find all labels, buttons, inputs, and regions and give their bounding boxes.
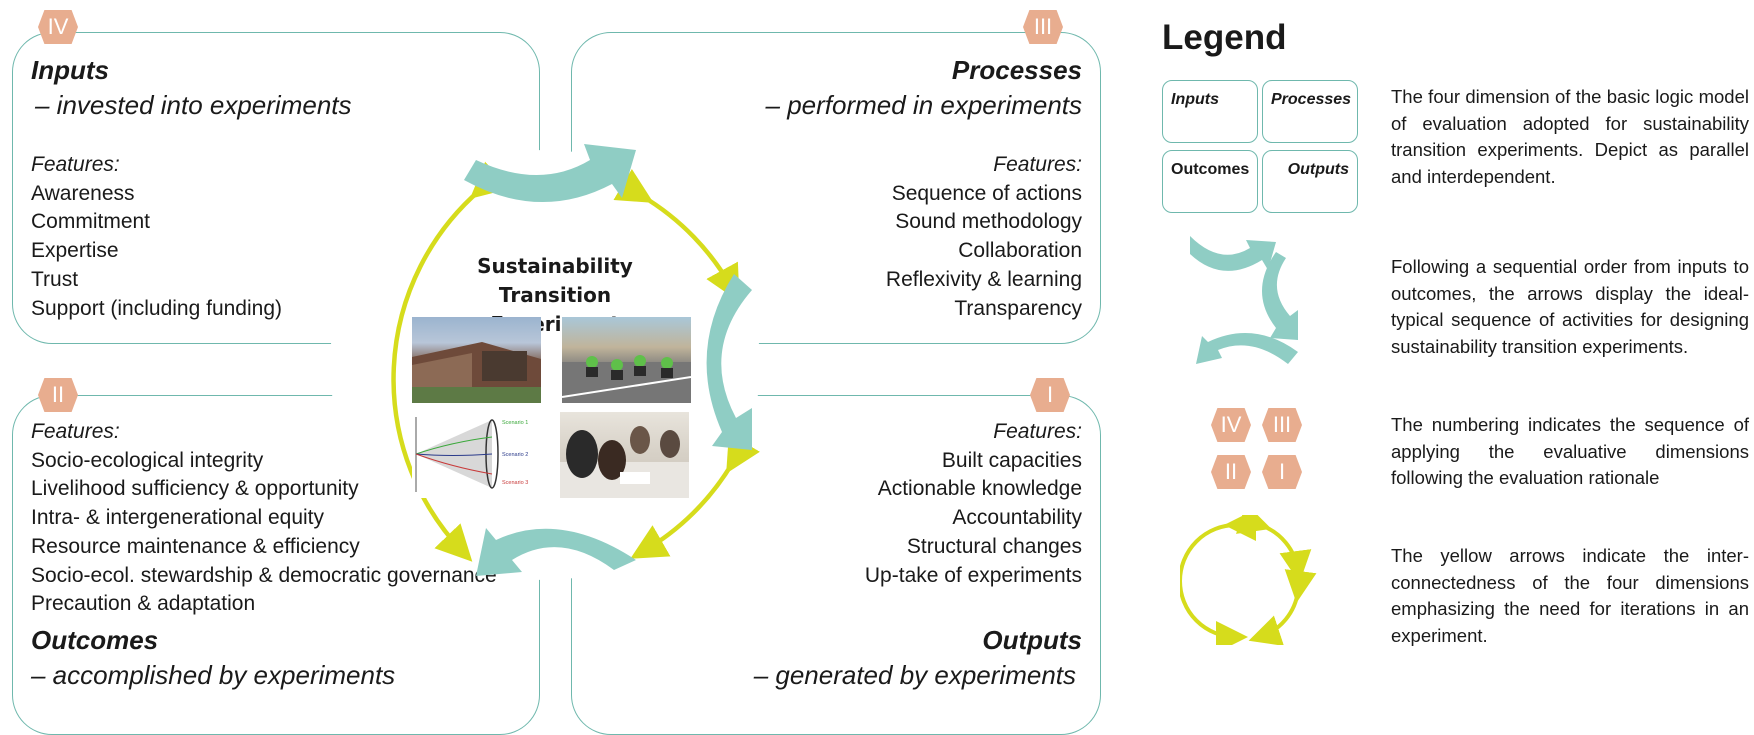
- feature-item: Sequence of actions: [891, 181, 1082, 205]
- legend-yellow-arrows: [1180, 515, 1317, 645]
- feature-item: Reflexivity & learning: [885, 267, 1082, 291]
- outputs-subtitle: – generated by experiments: [753, 660, 1076, 690]
- scenario-1-label: Scenario 1: [502, 420, 528, 426]
- teal-arrow-bottom: [476, 528, 636, 576]
- feature-item: Socio-ecol. stewardship & democratic gov…: [31, 563, 497, 587]
- legend-description-2: Following a sequential order from inputs…: [1391, 256, 1749, 357]
- scenario-3-label: Scenario 3: [502, 480, 528, 486]
- feature-item: Actionable knowledge: [877, 477, 1082, 501]
- feature-item: Awareness: [31, 181, 135, 205]
- inputs-title: Inputs: [31, 55, 109, 85]
- legend-badge-iv: IV: [1211, 408, 1251, 442]
- legend-description-1: The four dimension of the basic logic mo…: [1391, 86, 1749, 187]
- feature-item: Transparency: [954, 296, 1082, 320]
- photo-cyclists: [562, 317, 691, 403]
- feature-item: Built capacities: [941, 448, 1082, 472]
- badge-ii: II: [38, 378, 78, 412]
- photo-housing: [412, 317, 541, 403]
- outcomes-title: Outcomes: [31, 625, 159, 655]
- feature-item: Trust: [31, 267, 79, 291]
- feature-item: Up-take of experiments: [864, 563, 1082, 587]
- feature-item: Accountability: [952, 506, 1082, 530]
- processes-subtitle: – performed in experiments: [765, 90, 1082, 120]
- features-label: Features:: [31, 153, 120, 176]
- processes-title: Processes: [951, 55, 1082, 85]
- legend-box-outputs: Outputs: [1262, 150, 1358, 213]
- feature-item: Sound methodology: [895, 210, 1082, 234]
- feature-item: Expertise: [31, 239, 119, 263]
- feature-item: Livelihood sufficiency & opportunity: [31, 477, 359, 501]
- legend-teal-arrow-3: [1196, 333, 1298, 364]
- legend-box-processes: Processes: [1262, 80, 1358, 143]
- photo-scenario-diagram: Scenario 1 Scenario 2 Scenario 3: [412, 412, 541, 498]
- legend-title: Legend: [1162, 18, 1287, 57]
- inputs-features: Features: Awareness Commitment Expertise…: [31, 151, 282, 323]
- cyclists-image: [562, 355, 691, 403]
- yellow-arrow-bottom-right: [630, 433, 760, 559]
- legend-description-4: The yellow arrows indicate the inter-con…: [1391, 545, 1749, 646]
- legend-badge-iii: III: [1262, 408, 1302, 442]
- feature-item: Intra- & intergenerational equity: [31, 506, 325, 530]
- feature-item: Support (including funding): [31, 296, 282, 320]
- scenario-2-label: Scenario 2: [502, 452, 528, 458]
- legend-teal-arrow-1: [1190, 236, 1276, 271]
- legend-yellow-arc-bottom-right: [1248, 569, 1317, 645]
- yellow-arrow-left: [391, 161, 509, 562]
- legend-yellow-arc-top-right: [1235, 515, 1312, 583]
- legend-badge-i: I: [1262, 455, 1302, 489]
- feature-item: Commitment: [31, 210, 151, 234]
- teal-arrow-top: [464, 144, 636, 203]
- features-label: Features:: [31, 420, 120, 443]
- workshop-image: [560, 426, 689, 498]
- legend-teal-arrows: [1190, 236, 1298, 364]
- feature-item: Resource maintenance & efficiency: [31, 534, 360, 558]
- feature-item: Structural changes: [906, 534, 1082, 558]
- processes-features: Features: Sequence of actions Sound meth…: [886, 151, 1082, 323]
- center-title-line1: Sustainability Transition: [477, 254, 633, 307]
- housing-image: [412, 342, 541, 403]
- feature-item: Precaution & adaptation: [31, 592, 256, 616]
- inputs-subtitle: – invested into experiments: [35, 90, 352, 120]
- outcomes-features: Features: Socio-ecological integrity Liv…: [31, 418, 497, 619]
- outputs-features: Features: Built capacities Actionable kn…: [865, 418, 1082, 590]
- outputs-title: Outputs: [982, 625, 1082, 655]
- feature-item: Socio-ecological integrity: [31, 448, 264, 472]
- badge-iv: IV: [38, 10, 78, 44]
- legend-box-inputs: Inputs: [1162, 80, 1258, 143]
- legend-box-outcomes: Outcomes: [1162, 150, 1258, 213]
- features-label: Features:: [993, 420, 1082, 443]
- feature-item: Collaboration: [958, 239, 1082, 263]
- legend-badge-ii: II: [1211, 455, 1251, 489]
- legend-yellow-arc-left: [1180, 515, 1257, 645]
- scenario-funnel-image: Scenario 1 Scenario 2 Scenario 3: [415, 417, 528, 492]
- teal-arrow-right: [706, 274, 752, 450]
- features-label: Features:: [993, 153, 1082, 176]
- yellow-arrow-top-right: [613, 169, 740, 302]
- badge-iii: III: [1023, 10, 1063, 44]
- badge-i: I: [1030, 378, 1070, 412]
- legend-description-3: The numbering indicates the sequence of …: [1391, 414, 1749, 488]
- photo-workshop: [560, 412, 689, 498]
- outcomes-subtitle: – accomplished by experiments: [31, 660, 396, 690]
- legend-teal-arrow-2: [1262, 252, 1298, 340]
- center-arrows: [391, 144, 760, 576]
